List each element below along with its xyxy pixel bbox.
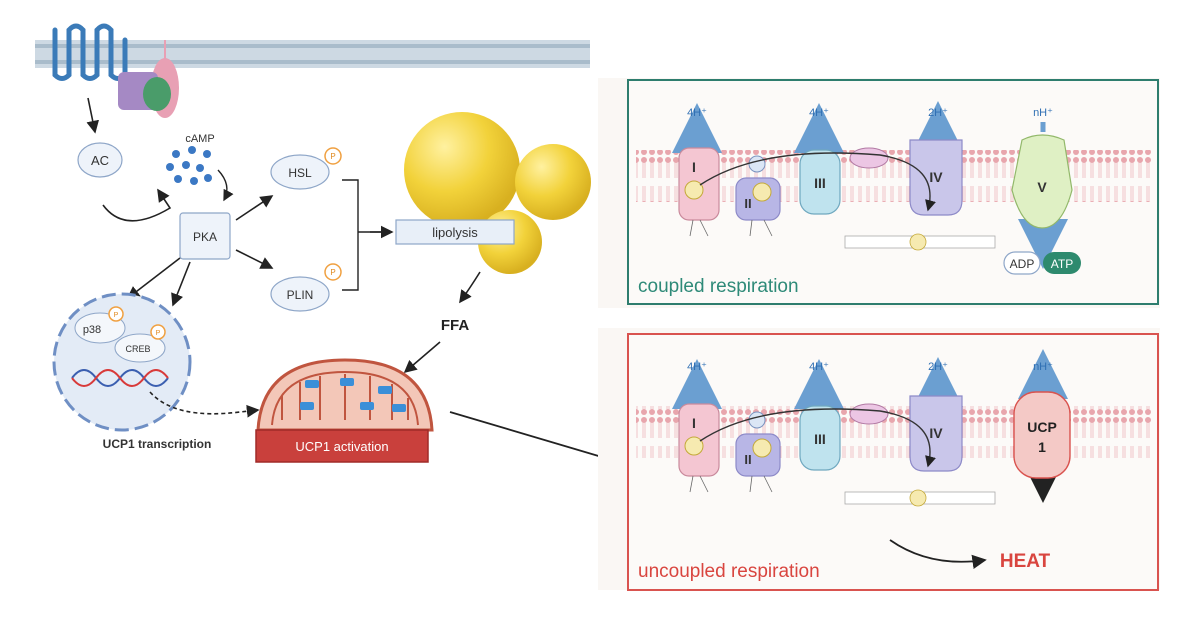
proton-label: 4H⁺ [809,107,829,119]
ucp1-label-line2: 1 [1038,439,1046,455]
creb-label: CREB [125,344,150,354]
heat-label: HEAT [1000,551,1051,572]
arrow-ffa-to-mito [403,341,441,374]
proton-label: 4H⁺ [809,361,829,373]
hsl-node: HSL P [270,147,342,190]
arrow-ac-to-camp [102,188,172,222]
plin-node: PLIN P [270,263,342,312]
atp-badge [1043,252,1081,274]
adp-badge [1003,251,1041,275]
svg-text:II: II [744,452,751,467]
svg-text:IV: IV [929,425,943,441]
ffa-label: FFA [441,317,469,334]
phospho-icon [108,306,124,322]
svg-text:II: II [744,196,751,211]
arrow-mito-to-uncoupled [449,411,614,464]
arrow-pka-to-hsl [235,195,274,221]
lipid-droplets [404,112,591,274]
pka-node: PKA [179,212,231,260]
lipolysis-box: lipolysis [395,219,515,245]
arrow-pka-to-p38 [126,257,181,299]
svg-text:III: III [814,175,826,191]
proton-label: nH⁺ [1033,107,1053,119]
svg-text:I: I [692,415,696,431]
uncoupled-caption: uncoupled respiration [638,561,820,582]
svg-text:III: III [814,431,826,447]
complex-iv [909,395,963,472]
g-protein-icon [118,40,179,118]
phospho-icon [324,263,342,281]
svg-text:V: V [1037,179,1047,195]
arrow-camp-to-pka [217,169,234,202]
atp-label: ATP [1051,257,1073,271]
proton-label: 4H⁺ [687,361,707,373]
gpcr-receptor-icon [52,23,128,81]
heat-arrow [889,539,987,569]
svg-text:P: P [114,312,119,319]
hsl-label: HSL [288,166,312,180]
complex-iii [799,149,841,215]
arrow-to-ffa [459,271,481,304]
dna-icon [71,369,169,387]
arrow-pka-to-plin [235,249,274,269]
ucp1-activation-box: UCP1 activation [255,429,429,463]
p38-label: p38 [83,324,101,336]
ucp1-label-line1: UCP [1027,419,1057,435]
plin-label: PLIN [287,288,314,302]
arrow-transcription-to-mito [149,391,260,418]
camp-molecules [166,146,212,185]
arrow-pka-to-creb [171,261,191,307]
mitochondrion-icon [256,358,434,432]
atp-synthase [1011,134,1073,229]
phospho-icon [150,324,166,340]
ucp1-activation-label: UCP1 activation [295,439,388,454]
pka-label: PKA [193,230,217,244]
proton-label: nH⁺ [1033,361,1053,373]
ac-label: AC [91,153,109,168]
phospho-icon [324,147,342,165]
arrow-gpcr-to-ac [86,97,100,134]
svg-text:P: P [156,330,161,337]
svg-text:P: P [330,152,335,161]
proton-label: 2H⁺ [928,361,948,373]
proton-label: 2H⁺ [928,107,948,119]
complex-iii [799,405,841,471]
svg-text:IV: IV [929,169,943,185]
plasma-membrane [35,40,590,68]
lipolysis-label: lipolysis [432,225,478,240]
camp-label: cAMP [185,133,214,145]
proton-label: 4H⁺ [687,107,707,119]
nucleus: p38 P CREB P [52,292,192,432]
adp-label: ADP [1010,257,1035,271]
ucp1-transcription-label: UCP1 transcription [103,437,212,451]
svg-text:P: P [330,268,335,277]
coupled-caption: coupled respiration [638,276,799,297]
coupled-panel: 4H⁺ 4H⁺ 2H⁺ nH⁺ I II III IV V ADP ATP [598,78,1160,308]
svg-text:I: I [692,159,696,175]
bracket [342,179,388,291]
uncoupled-panel: 4H⁺ 4H⁺ 2H⁺ nH⁺ I II III IV UCP 1 HEAT u… [598,328,1160,591]
ucp1-protein [1013,391,1071,479]
complex-iv [909,139,963,216]
ac-node: AC [77,142,123,178]
